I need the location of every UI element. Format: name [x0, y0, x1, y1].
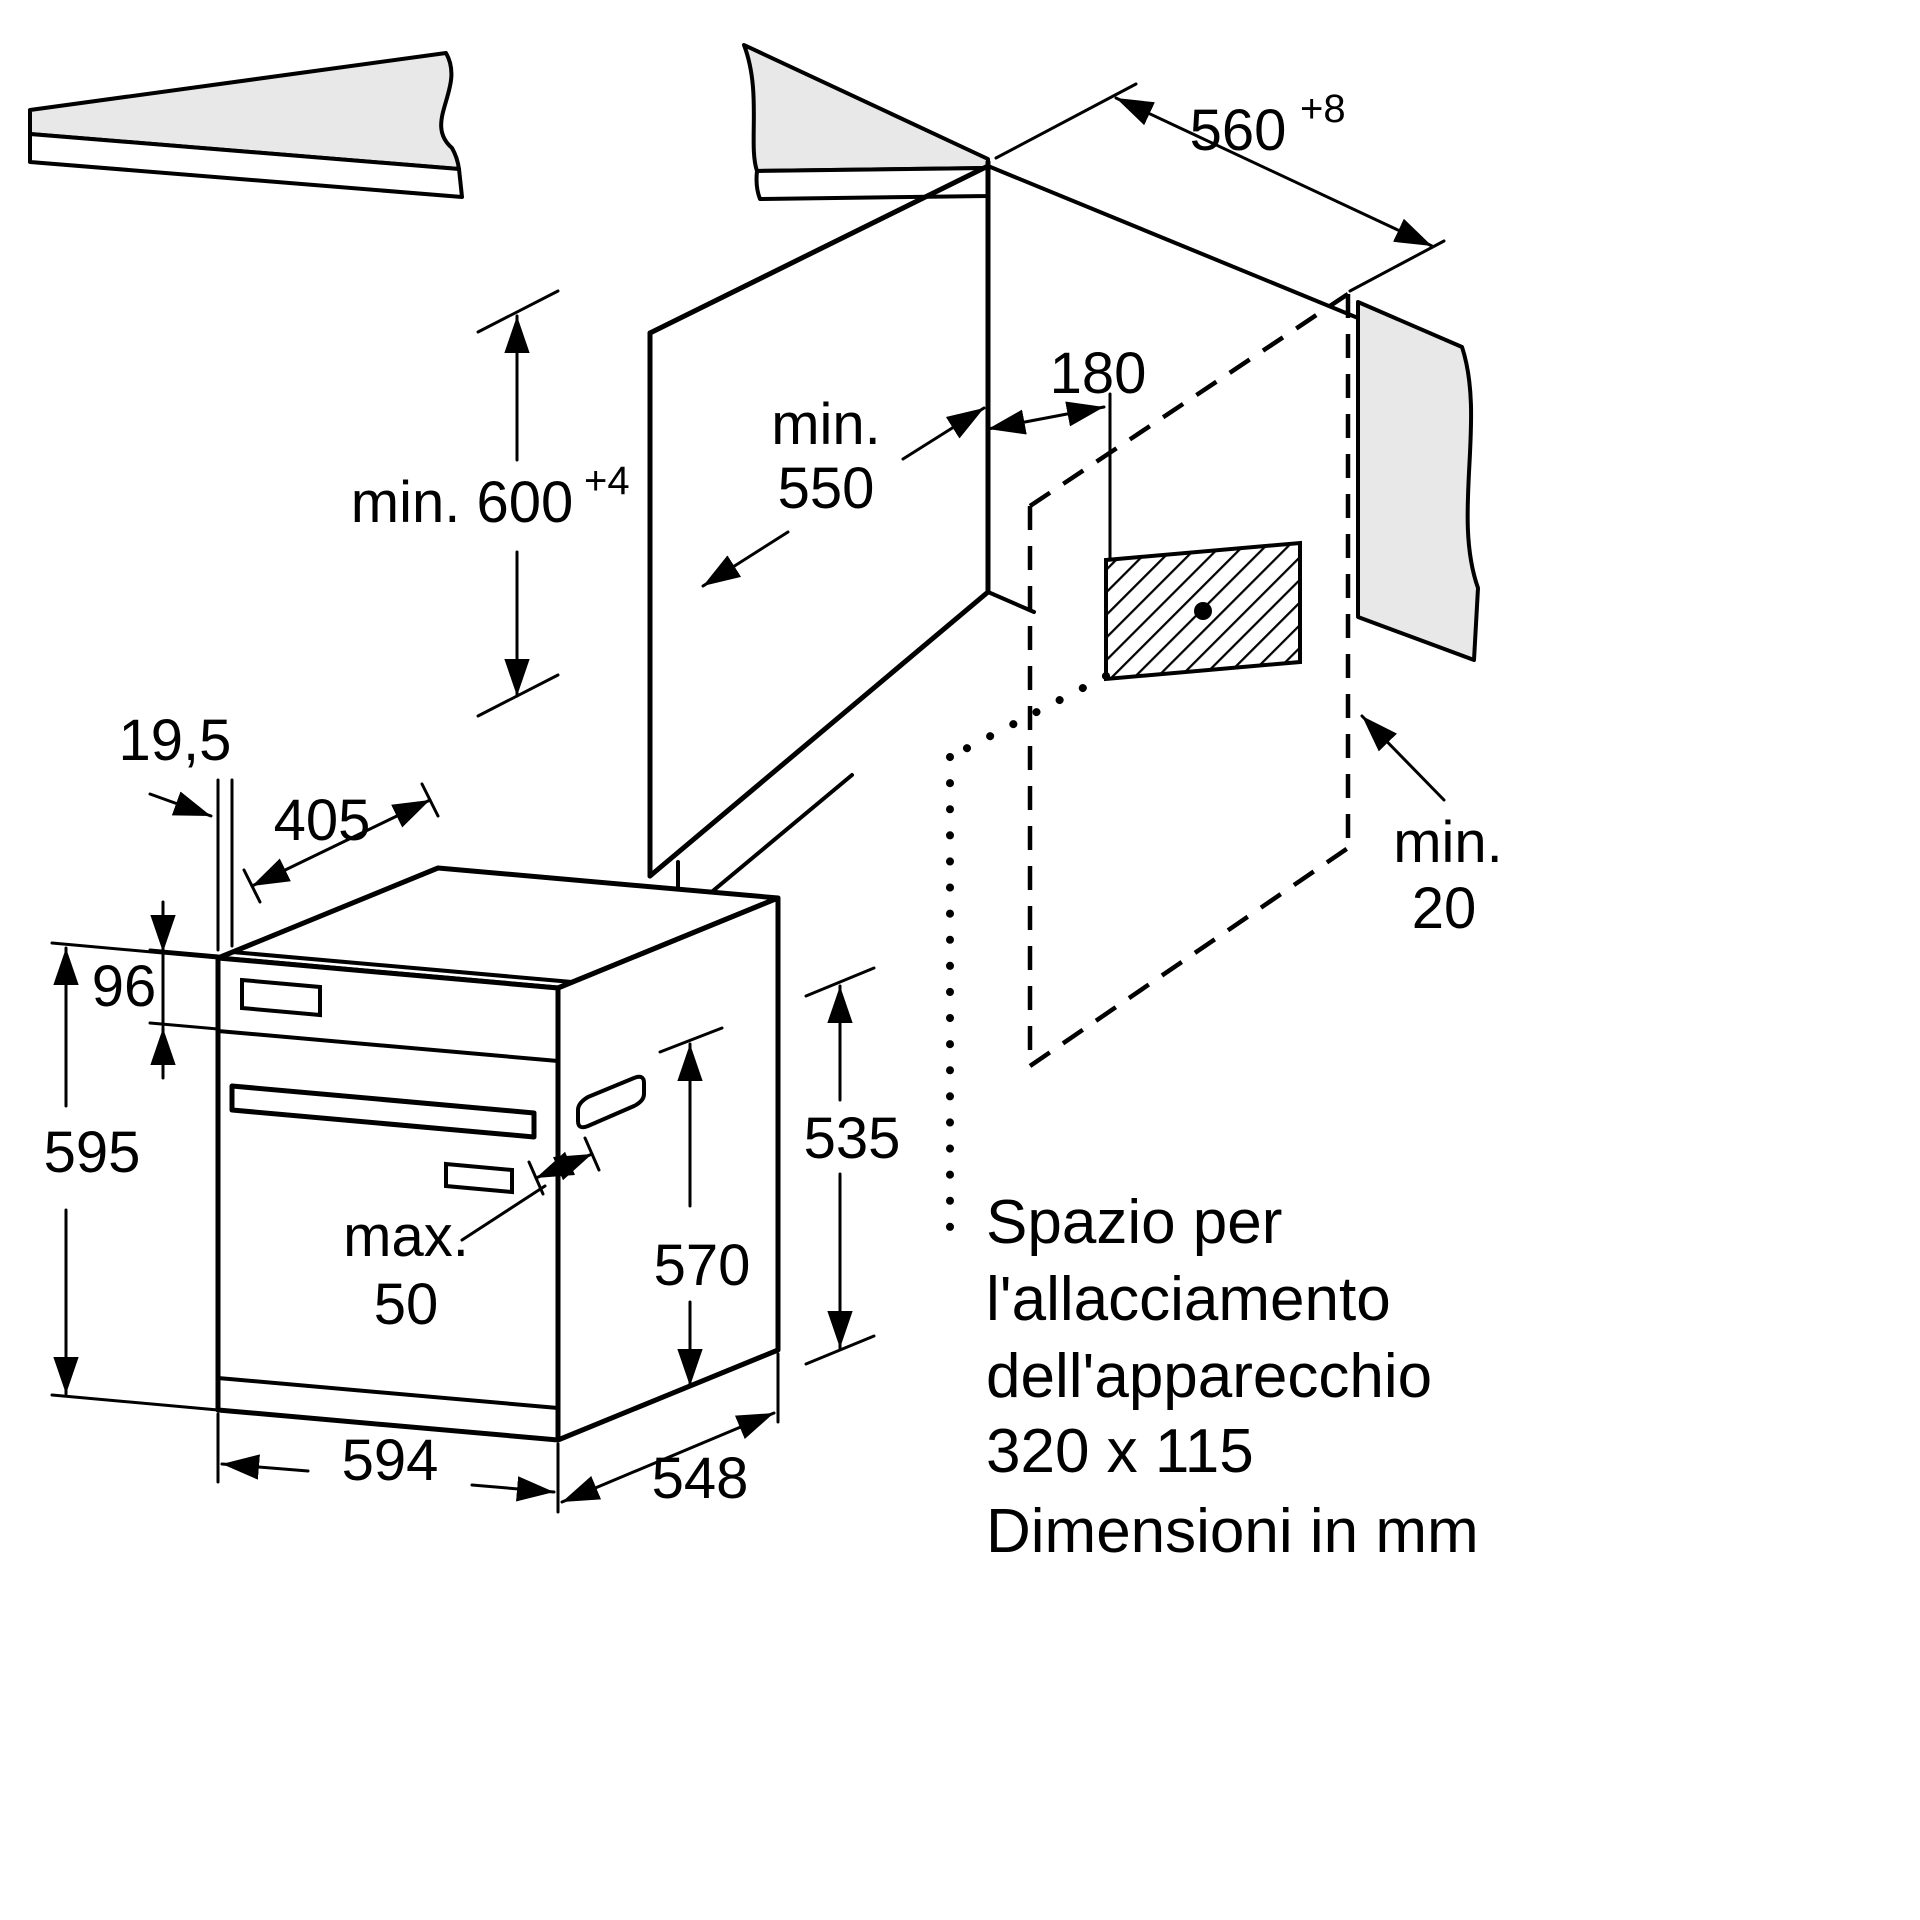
- dim-arrow: [1114, 96, 1434, 248]
- dim-niche-height: min. 600 +4: [351, 289, 630, 718]
- dim-label-niche-height-tolerance: +4: [584, 459, 630, 503]
- dim-label-panel-height: 96: [92, 954, 157, 1019]
- connection-point-dot: [1194, 602, 1212, 620]
- dim-label-total-height: 595: [44, 1120, 141, 1185]
- dim-label-handle-max: max.: [343, 1204, 469, 1269]
- dim-arrow: [901, 406, 986, 461]
- wall-top-edge: [986, 164, 1360, 320]
- dim-total-height: 595: [44, 941, 220, 1412]
- note-line-2: l'allacciamento: [986, 1265, 1391, 1334]
- rear-wall: [1356, 300, 1480, 662]
- ext-line: [476, 289, 560, 334]
- side-grip-recess: [576, 1074, 646, 1130]
- oven-front-face: [215, 955, 561, 1443]
- dim-arrow: [1360, 714, 1446, 802]
- dim-label-rear-height: 535: [804, 1106, 901, 1171]
- worktop-edge-left: [28, 132, 464, 199]
- door-top-offset-line: [230, 950, 574, 984]
- dim-width: 594: [216, 1412, 560, 1514]
- dim-label-front-height: 570: [654, 1233, 751, 1298]
- dim-connection-offset: 180: [986, 341, 1147, 435]
- worktop-edge-right: [754, 166, 990, 201]
- dim-label-handle-value: 50: [374, 1272, 439, 1337]
- cabinet-top-edge: [647, 163, 991, 336]
- dim-handle-depth: max. 50: [343, 1136, 601, 1337]
- dim-rear-height: 535: [804, 966, 901, 1366]
- dim-arrow: [534, 1151, 594, 1181]
- ext-line: [50, 941, 220, 960]
- ext-line: [994, 82, 1138, 160]
- dim-grip-position: 405: [242, 782, 440, 904]
- dim-label-door-offset: 19,5: [119, 708, 232, 773]
- dim-label-width: 594: [342, 1428, 439, 1493]
- display-window: [240, 977, 322, 1018]
- oven-right-face: [555, 895, 781, 1443]
- dim-door-offset: 19,5: [119, 708, 234, 952]
- ext-tick: [804, 1334, 876, 1366]
- note-line-1: Spazio per: [986, 1188, 1282, 1257]
- units-note: Dimensioni in mm: [986, 1497, 1479, 1566]
- dim-arrow: [560, 1411, 776, 1504]
- door-bottom-line: [216, 1376, 560, 1410]
- dim-arrow: [250, 798, 432, 888]
- ext-line: [1348, 239, 1446, 293]
- dim-depth: 548: [560, 1352, 780, 1511]
- cabinet-bottom-edge: [647, 589, 991, 879]
- dim-label-niche-width: 560: [1190, 98, 1287, 163]
- ext-tick: [658, 1026, 724, 1054]
- dim-arrow: [986, 401, 1106, 435]
- dim-rear-gap: min. 20: [1360, 714, 1503, 941]
- worktop-surface-right: [742, 43, 990, 173]
- cabinet: [647, 159, 1360, 922]
- dim-label-niche-height: min. 600: [351, 470, 573, 535]
- dim-label-niche-depth-value: 550: [778, 456, 875, 521]
- dim-label-rear-gap-value: 20: [1412, 876, 1477, 941]
- dim-label-rear-gap-min: min.: [1393, 810, 1503, 875]
- dim-front-height: 570: [654, 1026, 751, 1388]
- dim-label-niche-width-tolerance: +8: [1300, 87, 1346, 131]
- ext-tick: [804, 966, 876, 998]
- note-line-3: dell'apparecchio: [986, 1342, 1432, 1411]
- dim-niche-depth: min. 550: [701, 392, 986, 588]
- worktop-surface-left: [28, 51, 461, 171]
- door-handle: [229, 1083, 537, 1140]
- dim-label-connection-offset: 180: [1050, 341, 1147, 406]
- connection-note: Spazio per l'allacciamento dell'apparecc…: [986, 1188, 1479, 1566]
- oven: [215, 865, 781, 1443]
- dim-arrow: [470, 1476, 556, 1502]
- dim-label-grip-position: 405: [274, 788, 371, 853]
- dim-arrow: [220, 1454, 310, 1480]
- dim-arrow: [701, 530, 790, 588]
- leader-line: [460, 1184, 547, 1242]
- dim-label-depth: 548: [652, 1446, 749, 1511]
- dim-arrow: [148, 791, 213, 818]
- connection-space: [946, 392, 1302, 1252]
- dim-panel-height: 96: [92, 900, 220, 1080]
- control-panel-line: [216, 1029, 560, 1063]
- ext-line: [148, 1021, 220, 1031]
- niche-bottom-dashed: [1028, 846, 1350, 1068]
- ext-line: [50, 1393, 220, 1412]
- floor-edge: [986, 590, 1036, 614]
- dim-label-niche-depth-min: min.: [771, 392, 881, 457]
- worktop: [28, 43, 990, 201]
- niche-hidden-edges: [1027, 292, 1351, 1068]
- niche-top-dashed: [1028, 292, 1350, 508]
- nameplate: [444, 1161, 514, 1195]
- leader-dotted-slant: [946, 672, 1110, 761]
- wall-section: [1356, 300, 1480, 662]
- note-line-4: 320 x 115: [986, 1417, 1254, 1486]
- dim-niche-width: 560 +8: [994, 82, 1446, 293]
